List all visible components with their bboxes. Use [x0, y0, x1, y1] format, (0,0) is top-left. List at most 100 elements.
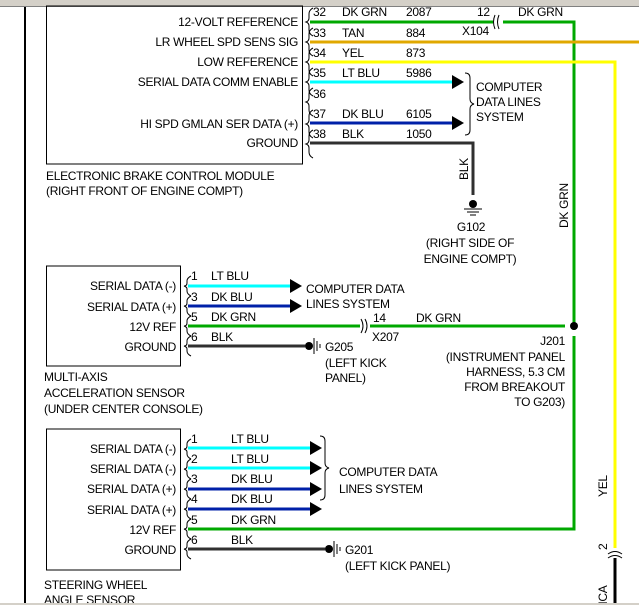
pin-number: 3	[191, 472, 198, 486]
wire-color: TAN	[342, 26, 364, 40]
pin-number: 5	[191, 310, 198, 324]
g102-location: ENGINE COMPT)	[424, 252, 517, 266]
g102-name: G102	[457, 220, 486, 234]
x207-connector-icon	[360, 318, 368, 334]
splice-j201-icon	[570, 322, 578, 330]
steering-sensor-name: ANGLE SENSOR	[44, 593, 136, 605]
circuit-number: 873	[406, 46, 426, 60]
brace-icon	[319, 435, 330, 501]
steering-sensor-box	[46, 428, 181, 571]
accel-pin-label: SERIAL DATA (+)	[87, 300, 176, 314]
ebcm-pin-label: 12-VOLT REFERENCE	[178, 15, 298, 29]
wire-color: DK GRN	[211, 310, 256, 324]
pin-number: 6	[191, 330, 198, 344]
window-bottom-border	[0, 603, 639, 605]
accel-sensor-name: ACCELERATION SENSOR	[44, 386, 185, 400]
circuit-number: 1050	[406, 127, 432, 141]
x104-name: X104	[462, 24, 489, 38]
circuit-number: 6105	[406, 107, 432, 121]
accel-pin-label: GROUND	[124, 340, 176, 354]
wire-dk-grn-steering	[188, 526, 576, 531]
ebcm-pin-label: LOW REFERENCE	[197, 55, 298, 69]
steering-pin-label: 12V REF	[129, 523, 176, 537]
data-lines-label: COMPUTER DATA	[306, 282, 405, 296]
ebcm-pin-label: GROUND	[246, 136, 298, 150]
pin-number: 1	[191, 432, 198, 446]
wire-color: DK BLU	[231, 472, 273, 486]
inline-connector-icon	[607, 551, 623, 559]
wire-color: DK BLU	[231, 492, 273, 506]
j201-desc: FROM BREAKOUT	[464, 380, 566, 394]
ebcm-connector	[304, 7, 314, 159]
wire-color: DK BLU	[211, 290, 253, 304]
wire-color-vertical: NCA	[596, 585, 610, 605]
ebcm-pin-label: SERIAL DATA COMM ENABLE	[138, 75, 299, 89]
pin-number: 34	[313, 46, 326, 60]
wire-dk-grn-riser	[503, 20, 576, 330]
brace-icon	[464, 72, 475, 136]
ebcm-location: (RIGHT FRONT OF ENGINE COMPT)	[46, 184, 243, 198]
steering-pin-label: SERIAL DATA (+)	[87, 482, 176, 496]
circuit-number: 884	[406, 26, 426, 40]
wire-color: BLK	[231, 533, 253, 547]
pin-number: 38	[313, 127, 326, 141]
accel-pin-label: SERIAL DATA (-)	[90, 279, 176, 293]
x207-pin: 14	[373, 311, 386, 325]
ebcm-pin-label: LR WHEEL SPD SENS SIG	[155, 35, 298, 49]
wire-color-vertical: YEL	[596, 475, 610, 497]
ebcm-pin-labels: 12-VOLT REFERENCE LR WHEEL SPD SENS SIG …	[138, 15, 299, 150]
data-lines-label: SYSTEM	[476, 110, 524, 124]
ground-g102-icon	[464, 200, 482, 216]
steering-pin-label: SERIAL DATA (-)	[90, 442, 176, 456]
wire-color: DK BLU	[342, 107, 384, 121]
circuit-number: 2087	[406, 5, 432, 19]
accel-sensor-box	[46, 265, 181, 367]
ground-g205-icon	[305, 338, 321, 354]
accel-connector	[183, 275, 192, 357]
circuit-number: 5986	[406, 66, 432, 80]
data-lines-label: COMPUTER DATA	[339, 465, 438, 479]
arrow-icon	[310, 461, 322, 475]
wire-color: BLK	[211, 330, 233, 344]
pin-number: 3	[191, 290, 198, 304]
window-top-border	[0, 0, 639, 7]
g102-location: (RIGHT SIDE OF	[426, 236, 514, 250]
pin-number: 35	[313, 66, 326, 80]
pin-number: 5	[191, 513, 198, 527]
ground-g201-icon	[325, 541, 341, 557]
arrow-icon	[452, 116, 464, 130]
wire-color-vertical: DK GRN	[557, 183, 571, 228]
j201-name: J201	[540, 334, 565, 348]
pin-number: 6	[191, 533, 198, 547]
pin-number: 36	[313, 87, 326, 101]
arrow-icon	[290, 279, 302, 293]
g205-location: (LEFT KICK	[325, 356, 387, 370]
steering-pin-label: GROUND	[124, 543, 176, 557]
wire-yel	[310, 60, 617, 548]
pin-number: 2	[596, 543, 610, 550]
x104-pin: 12	[477, 5, 490, 19]
data-lines-label: LINES SYSTEM	[339, 482, 423, 496]
pin-number: 4	[191, 492, 198, 506]
wire-color: LT BLU	[231, 452, 269, 466]
wire-color: LT BLU	[211, 269, 249, 283]
pin-number: 37	[313, 107, 326, 121]
accel-sensor-location: (UNDER CENTER CONSOLE)	[44, 402, 203, 416]
pin-number: 32	[313, 5, 326, 19]
steering-sensor-name: STEERING WHEEL	[44, 578, 148, 592]
arrow-icon	[452, 75, 464, 89]
j201-desc: TO G203)	[514, 395, 565, 409]
wire-color: LT BLU	[231, 432, 269, 446]
data-lines-label: LINES SYSTEM	[306, 297, 390, 311]
steering-pin-label: SERIAL DATA (-)	[90, 462, 176, 476]
x104-wire-color: DK GRN	[518, 5, 563, 19]
wire-color: LT BLU	[342, 66, 380, 80]
pin-number: 2	[191, 452, 198, 466]
pin-number: 33	[313, 26, 326, 40]
wire-blk-ebcm	[310, 141, 475, 195]
data-lines-label: COMPUTER	[476, 80, 543, 94]
arrow-icon	[310, 502, 322, 516]
ebcm-box	[46, 5, 303, 165]
g205-location: PANEL)	[325, 371, 366, 385]
x207-wire-color: DK GRN	[416, 311, 461, 325]
